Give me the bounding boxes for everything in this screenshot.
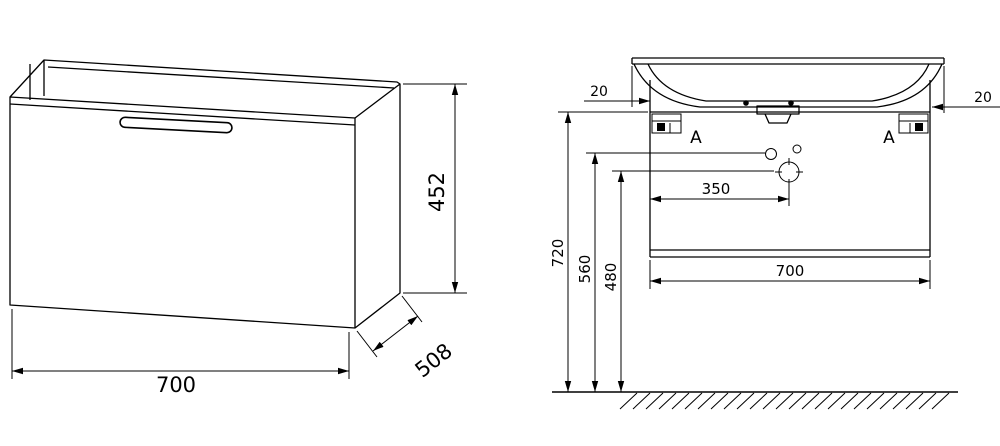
cabinet-front-face <box>9 96 356 329</box>
basin-underside-inner <box>647 63 930 102</box>
drawer-handle <box>119 116 233 134</box>
cabinet-right-side <box>354 83 401 329</box>
dimension-height-560: 560 <box>576 152 765 392</box>
mounting-bracket-left <box>651 113 682 134</box>
dimension-overhang-right: 20 <box>932 66 1000 113</box>
basin-underside-outer <box>633 63 943 108</box>
drawer-gap-line <box>9 103 356 126</box>
dimension-overhang-left: 20 <box>584 66 650 107</box>
cabinet-top-edges <box>9 59 401 98</box>
cabinet-left-panel-edge <box>29 60 45 100</box>
height-480-label: 480 <box>602 263 620 292</box>
faucet-holes-small <box>765 144 802 160</box>
dimension-depth-508: 508 <box>356 295 457 383</box>
dimension-height-480: 480 <box>602 170 774 392</box>
cabinet-top-inner-line <box>47 66 395 89</box>
washbasin <box>631 57 945 124</box>
height-560-label: 560 <box>576 255 594 284</box>
dimension-cabinet-width-700: 700 <box>649 260 931 289</box>
faucet-hole-large <box>775 158 803 186</box>
mounting-bracket-right <box>898 113 929 134</box>
overhang-right-label: 20 <box>974 90 992 106</box>
width-700-label: 700 <box>156 373 196 397</box>
cabinet-front-view <box>649 80 931 258</box>
height-720-label: 720 <box>549 239 567 268</box>
cabinet-width-label: 700 <box>776 262 805 280</box>
cabinet-perspective-view <box>9 59 401 329</box>
ground-line <box>552 391 958 410</box>
bracket-label-right: A <box>883 128 895 148</box>
faucet-offset-label: 350 <box>702 180 731 198</box>
dimension-height-720: 720 <box>549 111 648 392</box>
height-452-label: 452 <box>425 172 449 212</box>
dimension-width-700: 700 <box>11 309 350 397</box>
overflow-dot-left <box>743 100 749 106</box>
ground-hatching <box>619 392 950 410</box>
bracket-label-left: A <box>690 128 702 148</box>
overhang-left-label: 20 <box>590 84 608 100</box>
basin-drain <box>756 105 800 124</box>
overflow-dot-right <box>788 100 794 106</box>
dimension-faucet-offset-350: 350 <box>650 180 790 206</box>
depth-508-label: 508 <box>411 339 457 383</box>
dimension-height-452: 452 <box>403 83 467 294</box>
